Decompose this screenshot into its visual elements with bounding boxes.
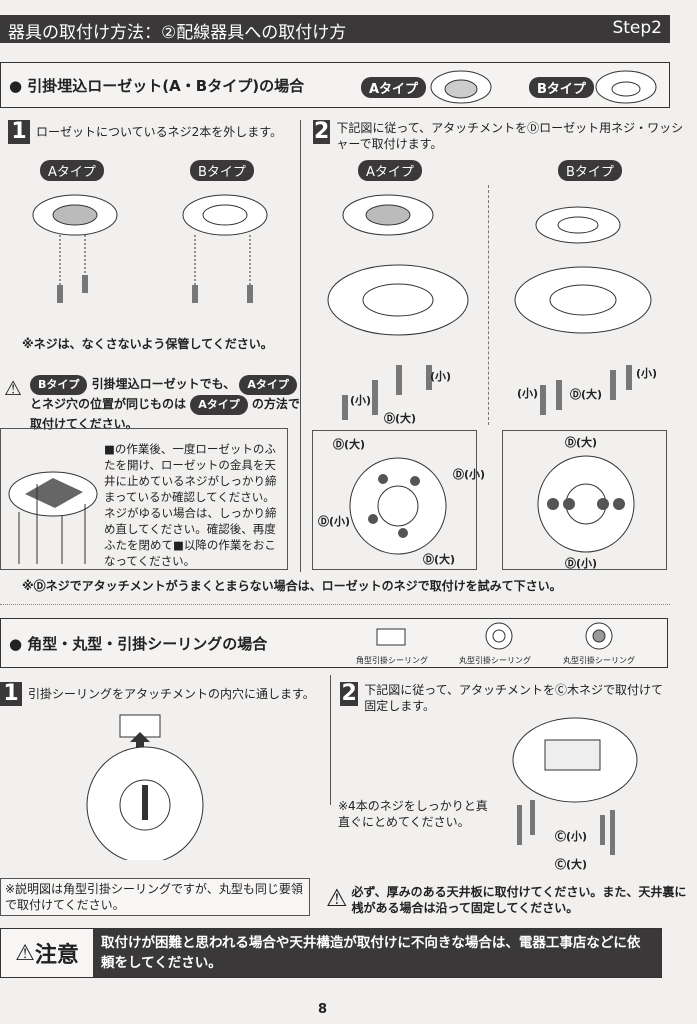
step-number: 2: [313, 119, 331, 144]
check-text: ■の作業後、一度ローゼットのふたを開け、ローゼットの金具を天井に止めているネジが…: [104, 442, 277, 568]
type-a-badge: Aタイプ: [361, 77, 427, 98]
label-d-large: Ⓓ(大): [333, 438, 366, 451]
type-b-detail: Ⓓ(大) Ⓓ(小): [502, 430, 667, 570]
s2-step2: 2 下記図に従って、アタッチメントをⒸ木ネジで取付けて固定します。: [340, 682, 670, 714]
attachment-top-view: [537, 455, 635, 553]
type-a-detail: Ⓓ(大) Ⓓ(小) Ⓓ(小) Ⓓ(大): [312, 430, 485, 570]
label-d-large: Ⓓ(大): [384, 412, 417, 425]
type-b-badge: Bタイプ: [190, 160, 254, 181]
warning-text: の方法で取付けてください。: [30, 397, 300, 431]
label-small: (小): [430, 370, 452, 383]
type-b-warning: ⚠ Bタイプ 引掛埋込ローゼットでも、 Aタイプ とネジ穴の位置が同じものは A…: [4, 375, 300, 433]
label-small: (小): [517, 387, 539, 400]
label-d-large: Ⓓ(大): [570, 388, 603, 401]
type-a-badge: Aタイプ: [239, 375, 297, 395]
warning-text: とネジ穴の位置が同じものは: [30, 397, 187, 411]
step-text: ローゼットについているネジ2本を外します。: [36, 125, 283, 139]
attachment-top-view: [349, 457, 447, 555]
caution-text: 取付けが困難と思われる場合や天井構造が取付けに不向きな場合は、電器工事店などに依…: [93, 929, 661, 977]
divider: [0, 604, 670, 605]
step-text: 下記図に従って、アタッチメントをⒹローゼット用ネジ・ワッシャーで取付けます。: [336, 121, 684, 151]
type-a-badge: Aタイプ: [358, 160, 422, 181]
section-title: ● 引掛埋込ローゼット(A・Bタイプ)の場合: [9, 76, 305, 95]
section-title: ● 角型・丸型・引掛シーリングの場合: [9, 634, 268, 653]
label-c-small: Ⓒ(小): [555, 830, 588, 843]
step-number: 1: [8, 120, 30, 144]
type-a-badge: Aタイプ: [40, 160, 104, 181]
rosette-b-icon: [595, 70, 657, 104]
step1: 1 ローゼットについているネジ2本を外します。: [8, 120, 298, 144]
warning-icon: ⚠: [326, 884, 348, 912]
section-ceiling: ● 角型・丸型・引掛シーリングの場合 角型引掛シーリング 丸型引掛シーリング 丸…: [0, 618, 668, 668]
icon-label: 丸型引掛シーリング: [563, 656, 635, 665]
step2: 2 下記図に従って、アタッチメントをⒹローゼット用ネジ・ワッシャーで取付けます。: [313, 120, 693, 152]
page-title: 器具の取付け方法：②配線器具への取付け方: [8, 23, 347, 43]
ceiling-through-attachment-diagram: [86, 714, 204, 860]
round-ceiling-icon: [585, 622, 613, 650]
label-small: (小): [636, 367, 658, 380]
divider: [330, 675, 331, 805]
keep-screws-note: ※ネジは、なくさないよう保管してください。: [22, 337, 273, 351]
label-c-large: Ⓒ(大): [555, 858, 588, 871]
square-ceiling-icon: [376, 628, 406, 646]
caution-banner: ⚠注意 取付けが困難と思われる場合や天井構造が取付けに不向きな場合は、電器工事店…: [0, 928, 662, 978]
screw-removal-diagram: [32, 194, 268, 303]
ceiling-warning: ⚠ 必ず、厚みのある天井板に取付けてください。また、天井裏に桟がある場合は沿って…: [326, 884, 696, 916]
type-b-badge: Bタイプ: [529, 77, 594, 98]
label-small: (小): [350, 394, 372, 407]
s2-step1: 1 引掛シーリングをアタッチメントの内穴に通します。: [0, 682, 320, 706]
wood-screw-diagram: [512, 717, 638, 855]
step-label: Step2: [612, 18, 662, 38]
section-rosette: ● 引掛埋込ローゼット(A・Bタイプ)の場合 Aタイプ Bタイプ: [0, 62, 670, 108]
screw-note: ※4本のネジをしっかりと真直ぐにとめてください。: [338, 799, 488, 829]
attachment-mounting-diagram: [327, 194, 652, 420]
icon-label: 角型引掛シーリング: [356, 656, 428, 665]
divider: [488, 185, 489, 425]
step-text: 引掛シーリングをアタッチメントの内穴に通します。: [28, 687, 315, 701]
label-d-small: Ⓓ(小): [318, 515, 351, 528]
rosette-screw-note: ※Ⓓネジでアタッチメントがうまくとまらない場合は、ローゼットのネジで取付けを試み…: [22, 579, 562, 593]
warning-text: 必ず、厚みのある天井板に取付けてください。また、天井裏に桟がある場合は沿って固定…: [351, 885, 687, 915]
divider: [300, 120, 301, 572]
warning-text: 引掛埋込ローゼットでも、: [91, 377, 236, 391]
icon-label: 丸型引掛シーリング: [459, 656, 531, 665]
warning-icon: ⚠: [15, 940, 35, 966]
check-box: ■の作業後、一度ローゼットのふたを開け、ローゼットの金具を天井に止めているネジが…: [0, 428, 288, 570]
label-d-small: Ⓓ(小): [565, 557, 598, 570]
step-number: 1: [0, 682, 22, 706]
type-b-badge: Bタイプ: [30, 375, 88, 395]
caution-label: 注意: [34, 943, 79, 968]
type-b-badge: Bタイプ: [558, 160, 622, 181]
label-d-large: Ⓓ(大): [565, 436, 598, 449]
step-number: 2: [340, 681, 359, 706]
warning-icon: ⚠: [4, 376, 22, 400]
illustration-note: ※説明図は角型引掛シーリングですが、丸型も同じ要領で取付けてください。: [0, 878, 310, 916]
label-d-large: Ⓓ(大): [423, 553, 456, 566]
round-ceiling-icon: [485, 622, 513, 650]
step-text: 下記図に従って、アタッチメントをⒸ木ネジで取付けて固定します。: [364, 683, 664, 713]
label-d-small: Ⓓ(小): [453, 468, 486, 481]
page-header: 器具の取付け方法：②配線器具への取付け方 Step2: [0, 15, 670, 43]
rosette-a-icon: [430, 70, 492, 104]
page-number: 8: [318, 1002, 328, 1017]
type-a-badge: Aタイプ: [190, 395, 248, 415]
rosette-open-diagram: [8, 471, 98, 564]
